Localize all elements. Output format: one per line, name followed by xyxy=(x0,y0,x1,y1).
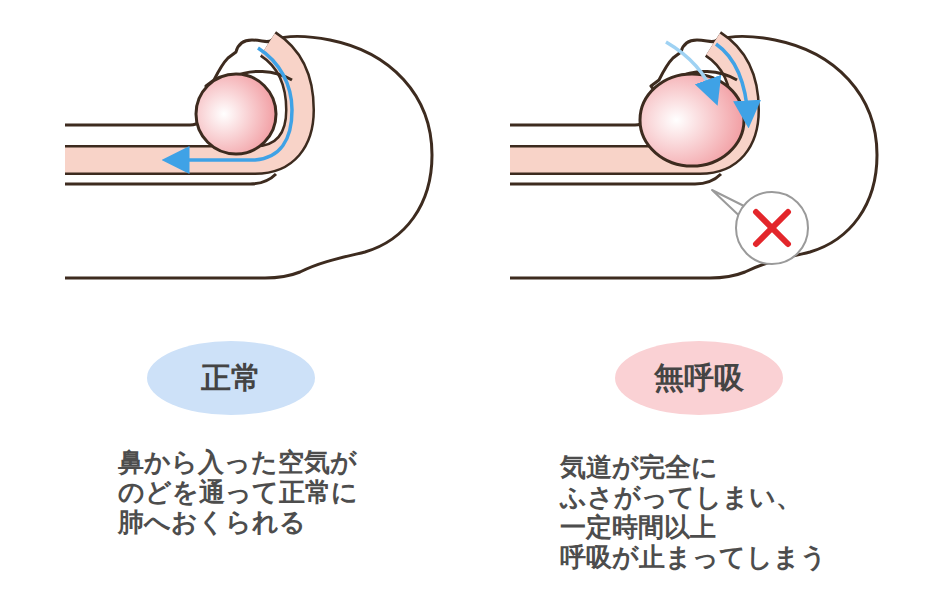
status-label: 無呼吸 xyxy=(654,360,744,396)
status-ellipse: 無呼吸 xyxy=(614,340,784,416)
cross-mark xyxy=(756,212,788,244)
tongue-blocking xyxy=(640,74,744,166)
tongue xyxy=(196,74,276,154)
description-text: 気道が完全に ふさがってしまい、 一定時間以上 呼吸が止まってしまう xyxy=(560,452,836,572)
head-profile xyxy=(510,36,877,278)
status-ellipse: 正常 xyxy=(146,340,316,416)
description-text: 鼻から入った空気が のどを通って正常に 肺へおくられる xyxy=(118,447,368,537)
cross-mark xyxy=(756,212,788,244)
status-label: 正常 xyxy=(201,360,261,396)
callout-circle xyxy=(736,192,808,264)
head-profile xyxy=(65,36,432,278)
airflow-arrow xyxy=(716,44,748,118)
airflow-arrow xyxy=(666,42,714,96)
airflow-arrow xyxy=(172,48,292,160)
